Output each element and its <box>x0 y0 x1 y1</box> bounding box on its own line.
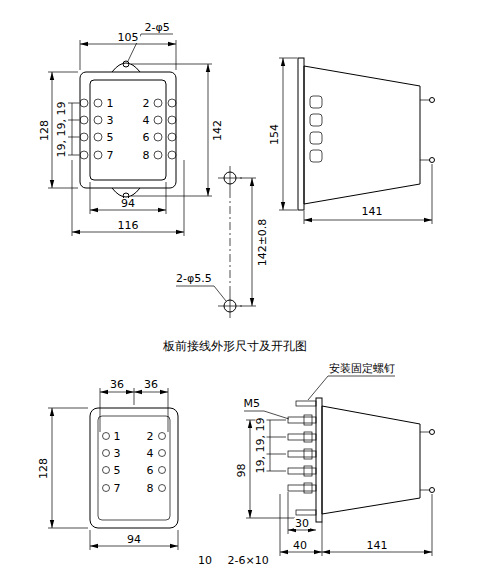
terminal-number: 4 <box>142 115 151 126</box>
dimension-label: 40 <box>292 540 308 551</box>
terminal-number: 6 <box>142 132 151 143</box>
terminal-number: 5 <box>106 132 115 143</box>
terminal-number: 3 <box>113 448 122 459</box>
dimension-label: 36 <box>143 379 159 390</box>
note-label: M5 <box>243 398 262 409</box>
dimension-label: 94 <box>126 534 142 545</box>
dimension-label: 142 <box>212 119 223 142</box>
note-label: 2-6×10 <box>227 555 270 566</box>
note-label: 2-φ5 <box>144 22 171 33</box>
note-label: 2-φ5.5 <box>175 273 213 284</box>
dimension-label: 10 <box>197 555 213 566</box>
terminal-number: 8 <box>146 483 155 494</box>
dimension-label: 128 <box>38 457 49 480</box>
dimension-label: 142±0.8 <box>257 217 268 267</box>
rear-view <box>48 388 178 550</box>
terminal-number: 7 <box>106 150 115 161</box>
rear-side-view <box>244 376 435 556</box>
dimension-label: 141 <box>366 540 389 551</box>
terminal-number: 7 <box>113 483 122 494</box>
dimension-label: 98 <box>236 462 247 478</box>
terminal-number: 2 <box>142 98 151 109</box>
callout-label: 安装固定螺钉 <box>328 363 396 374</box>
side-view <box>279 58 435 224</box>
terminal-number: 1 <box>113 431 122 442</box>
dimension-label: 128 <box>39 119 50 142</box>
terminal-number: 1 <box>106 98 115 109</box>
terminal-number: 4 <box>146 448 155 459</box>
dimension-label: 19, 19, 19 <box>255 416 266 474</box>
dimension-label: 19, 19, 19 <box>56 100 67 158</box>
caption: 板前接线外形尺寸及开孔图 <box>162 340 308 352</box>
panel-cutout <box>176 166 256 318</box>
terminal-number: 8 <box>142 150 151 161</box>
terminal-number: 5 <box>113 465 122 476</box>
dimension-label: 94 <box>120 198 136 209</box>
dimension-label: 116 <box>117 220 140 231</box>
front-view <box>48 34 212 236</box>
dimension-label: 36 <box>109 379 125 390</box>
terminal-number: 3 <box>106 115 115 126</box>
dimension-label: 141 <box>361 206 384 217</box>
dimension-label: 154 <box>269 123 280 146</box>
terminal-number: 2 <box>146 431 155 442</box>
dimension-label: 30 <box>294 518 310 529</box>
terminal-number: 6 <box>146 465 155 476</box>
dimension-label: 105 <box>117 32 140 43</box>
